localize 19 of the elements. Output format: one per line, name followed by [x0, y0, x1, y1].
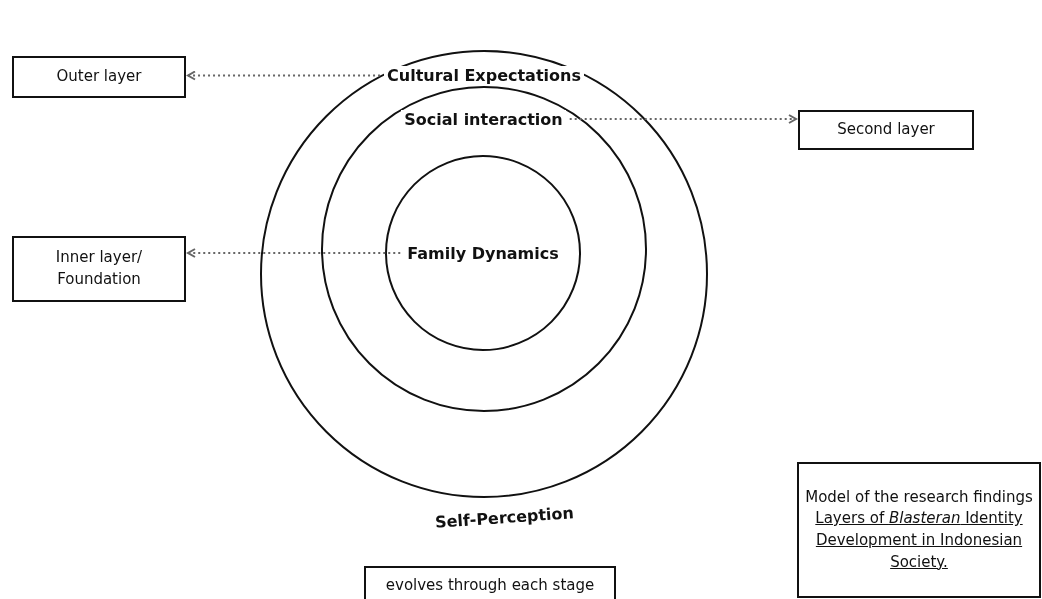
text-box [797, 462, 1041, 598]
layer-circle [320, 85, 647, 412]
text-box [364, 566, 616, 599]
box-text: Model of the research findings [805, 486, 1033, 508]
layer-circle [385, 155, 581, 351]
box-text: Layers of Blasteran Identity Development in Indonesian Society. [814, 508, 1024, 573]
text-box [12, 56, 186, 98]
layer-label: Cultural Expectations [384, 66, 584, 85]
box-text: Inner layer/ Foundation [54, 247, 144, 290]
dotted-arrow [568, 114, 797, 124]
box-text: Second layer [837, 119, 935, 141]
layer-label: Self-Perception [434, 503, 575, 532]
box-text: evolves through each stage [385, 575, 595, 597]
text-box [798, 110, 974, 150]
dotted-arrow [187, 248, 402, 258]
dotted-arrow [187, 70, 382, 81]
layer-circle [260, 50, 708, 498]
text-box [12, 236, 186, 302]
box-text: Outer layer [56, 66, 142, 88]
